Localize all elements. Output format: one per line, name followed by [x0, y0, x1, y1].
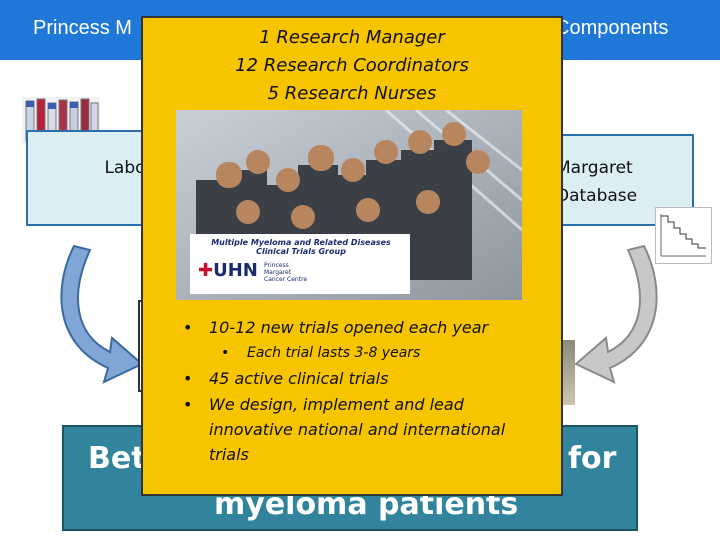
survival-curve-thumbnail — [655, 207, 712, 264]
photo-banner-title-line1: Multiple Myeloma and Related Diseases — [211, 238, 391, 247]
photo-banner-title-line2: Clinical Trials Group — [256, 247, 346, 256]
logo-sub-1: Princess — [264, 262, 289, 269]
goal-line1-right: for — [568, 441, 617, 476]
bullet-design-lead-line3: trials — [209, 445, 249, 464]
slide-title-right: Components — [555, 17, 669, 39]
uhn-logo: UHN — [213, 260, 258, 281]
bullet-trial-duration: •Each trial lasts 3-8 years — [221, 345, 421, 361]
logo-sub-3: Cancer Centre — [264, 276, 308, 283]
logo-sub-2: Margaret — [264, 269, 292, 276]
bullet-active-trials: •45 active clinical trials — [183, 369, 389, 388]
bullet-design-lead: •We design, implement and lead — [183, 395, 464, 414]
slide-title-left: Princess M — [33, 17, 132, 39]
team-photo: Multiple Myeloma and Related Diseases Cl… — [176, 108, 523, 300]
curved-arrow-left-icon — [60, 244, 144, 384]
bullet-design-lead-line2: innovative national and international — [209, 420, 506, 439]
staff-line-nurses: 5 Research Nurses — [267, 83, 437, 104]
bullet-new-trials-text: 10-12 new trials opened each year — [209, 318, 489, 337]
database-box-line2: Database — [556, 186, 638, 206]
staff-line-coordinators: 12 Research Coordinators — [235, 55, 469, 76]
bullet-trial-duration-text: Each trial lasts 3-8 years — [247, 345, 421, 361]
staff-line-manager: 1 Research Manager — [259, 27, 445, 48]
curved-arrow-right-icon — [574, 244, 658, 384]
bullet-design-lead-text-1: We design, implement and lead — [209, 395, 464, 414]
database-box-line1: Margaret — [556, 158, 633, 178]
bullet-new-trials: •10-12 new trials opened each year — [183, 318, 489, 337]
bullet-active-trials-text: 45 active clinical trials — [209, 369, 389, 388]
